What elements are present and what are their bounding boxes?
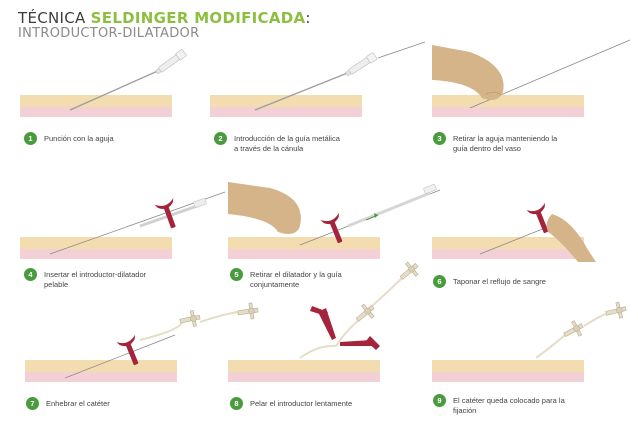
step-8-badge: 8: [230, 397, 243, 410]
step-2-text: Introducción de la guía metálica a travé…: [234, 134, 340, 153]
step-4-badge: 4: [24, 268, 37, 281]
panel-6-illustration: [432, 202, 596, 262]
step-7-caption: 7 Enhebrar el catéter: [26, 397, 110, 410]
step-1-text: Punción con la aguja: [44, 134, 114, 143]
page-subtitle: INTRODUCTOR-DILATADOR: [18, 26, 200, 41]
step-1-caption: 1 Punción con la aguja: [24, 132, 114, 145]
step-4-caption: 4 Insertar el introductor-dilatador pela…: [24, 268, 146, 289]
step-3-caption: 3 Retirar la aguja manteniendo la guía d…: [433, 132, 557, 153]
title-accent: SELDINGER MODIFICADA: [90, 9, 306, 27]
panel-3-illustration: [432, 39, 631, 117]
panel-4-illustration: [20, 191, 226, 259]
step-5-text: Retirar el dilatador y la guía conjuntam…: [250, 270, 342, 289]
step-7-text: Enhebrar el catéter: [46, 399, 110, 408]
panel-7-illustration: [25, 301, 260, 382]
step-7-badge: 7: [26, 397, 39, 410]
step-9-badge: 9: [433, 394, 446, 407]
step-5-caption: 5 Retirar el dilatador y la guía conjunt…: [230, 268, 342, 289]
page-title: TÉCNICA SELDINGER MODIFICADA:: [18, 10, 311, 26]
step-8-text: Pelar el introductor lentamente: [250, 399, 353, 408]
step-3-text: Retirar la aguja manteniendo la guía den…: [453, 134, 558, 153]
panel-5-illustration: [228, 182, 441, 259]
panel-8-illustration: [228, 258, 423, 382]
step-9-text: El catéter queda colocado para la fijaci…: [453, 396, 565, 415]
panel-2-illustration: [210, 41, 426, 117]
step-1-badge: 1: [24, 132, 37, 145]
step-6-text: Taponar el reflujo de sangre: [453, 277, 546, 286]
panel-9-illustration: [432, 300, 628, 382]
step-2-caption: 2 Introducción de la guía metálica a tra…: [214, 132, 340, 153]
step-6-caption: 6 Taponar el reflujo de sangre: [433, 275, 546, 288]
panel-1-illustration: [20, 48, 187, 117]
step-6-badge: 6: [433, 275, 446, 288]
step-8-caption: 8 Pelar el introductor lentamente: [230, 397, 352, 410]
step-2-badge: 2: [214, 132, 227, 145]
title-plain: TÉCNICA: [18, 9, 91, 27]
step-3-badge: 3: [433, 132, 446, 145]
step-4-text: Insertar el introductor-dilatador pelabl…: [44, 270, 147, 289]
step-5-badge: 5: [230, 268, 243, 281]
title-colon: :: [305, 9, 311, 27]
step-9-caption: 9 El catéter queda colocado para la fija…: [433, 394, 565, 415]
